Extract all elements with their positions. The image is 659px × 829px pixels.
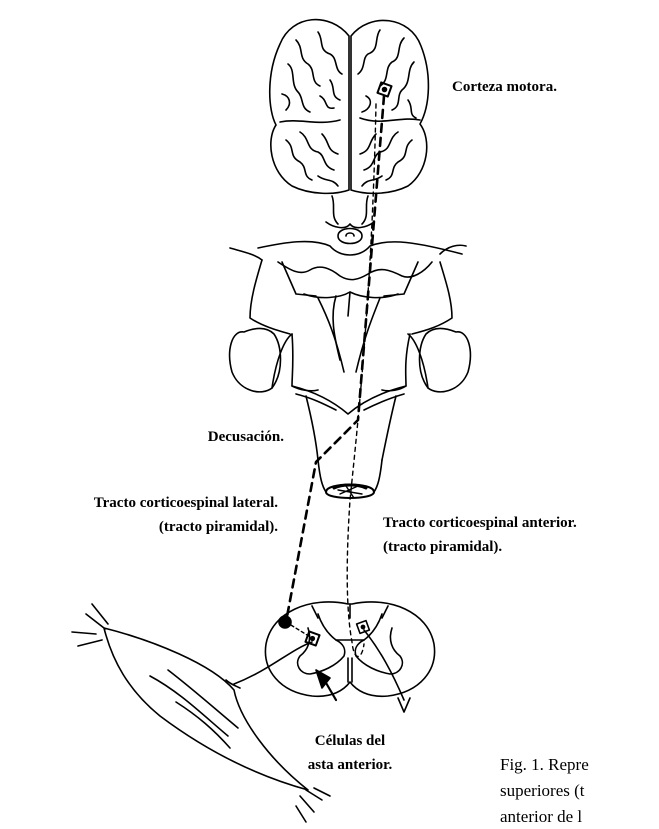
muscle-drawing [72,604,330,822]
label-lateral-tract-line2: (tracto piramidal). [6,518,278,536]
label-anterior-tract-line2: (tracto piramidal). [383,538,502,556]
caption-line2: superiores (t [500,778,585,804]
brainstem-drawing [230,196,471,498]
muscle-belly [104,628,308,790]
label-anterior-horn-line2: asta anterior. [294,756,406,774]
right-hemisphere [351,20,428,193]
label-anterior-horn-line1: Células del [294,732,406,750]
left-hemisphere [270,20,349,194]
brain-drawing [270,20,429,194]
caption-line3: anterior de l [500,804,582,829]
caption-line1: Fig. 1. Repre [500,752,589,778]
spinal-cord-drawing [265,602,434,712]
label-lateral-tract-line1: Tracto corticoespinal lateral. [6,494,278,512]
pathways [234,96,384,684]
lateral-tract-line [286,96,384,622]
label-motor-cortex: Corteza motora. [452,78,557,96]
label-decussation: Decusación. [150,428,284,446]
label-anterior-tract-line1: Tracto corticoespinal anterior. [383,514,577,532]
